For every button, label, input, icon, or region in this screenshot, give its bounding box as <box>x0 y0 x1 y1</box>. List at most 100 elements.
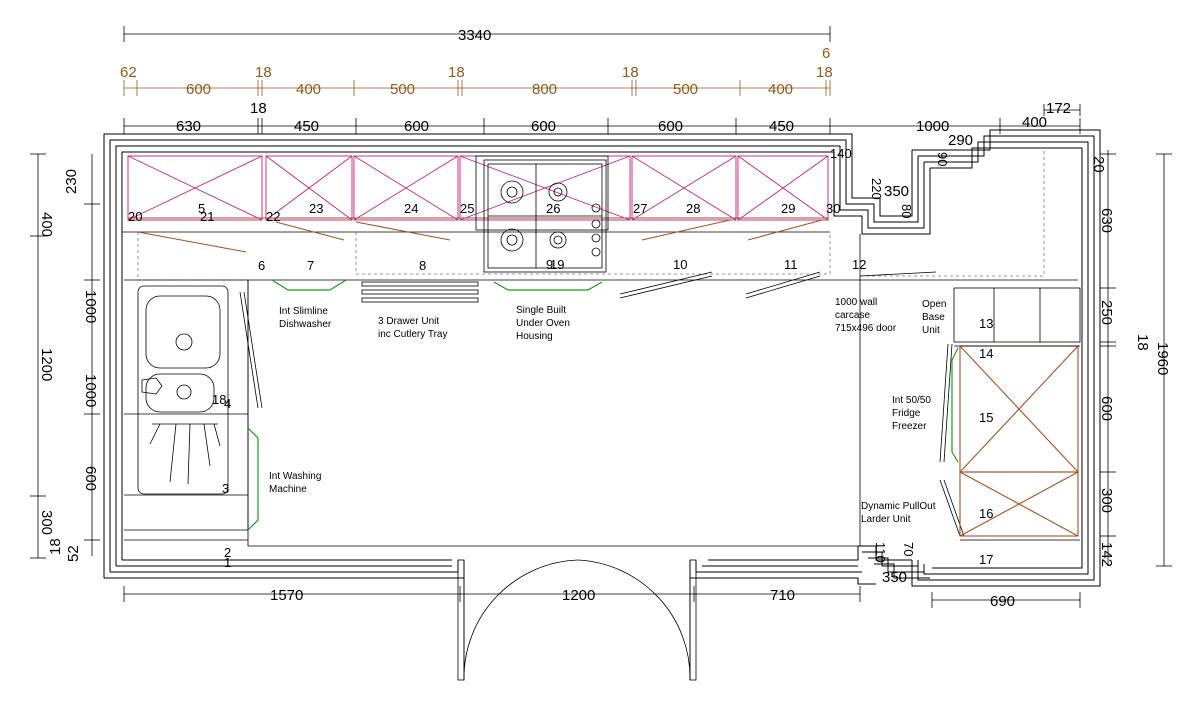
dim-row-630: 630 <box>176 118 201 135</box>
unit-13: 13 <box>979 316 993 331</box>
dim-right-400: 400 <box>1022 114 1047 131</box>
label-wall-carcase-1: 1000 wall <box>835 297 877 308</box>
label-washing-1: Int Washing <box>269 471 321 482</box>
dim-left-230: 230 <box>63 169 80 194</box>
dim-cab-18a: 18 <box>255 64 272 81</box>
dim-bottom-70: 70 <box>901 542 916 556</box>
unit-6: 6 <box>258 258 265 273</box>
dim-right-20: 20 <box>1090 156 1107 173</box>
dim-row-450a: 450 <box>294 118 319 135</box>
unit-8: 8 <box>419 258 426 273</box>
dim-right-172: 172 <box>1046 100 1071 117</box>
dim-row-600c: 600 <box>658 118 683 135</box>
unit-25: 25 <box>460 201 474 216</box>
dim-row-600b: 600 <box>531 118 556 135</box>
dim-cab-500a: 500 <box>390 81 415 98</box>
dim-left-600: 600 <box>82 466 99 491</box>
unit-15: 15 <box>979 410 993 425</box>
label-open-base-2: Base <box>922 312 945 323</box>
dim-row-450b: 450 <box>769 118 794 135</box>
dim-cab-18c: 18 <box>622 64 639 81</box>
dim-corner-80: 80 <box>899 204 914 218</box>
label-oven-2: Under Oven <box>516 318 570 329</box>
unit-21: 21 <box>200 209 214 224</box>
dim-right-630: 630 <box>1098 208 1115 233</box>
dim-left-1000b: 1000 <box>82 374 99 407</box>
unit-24: 24 <box>404 201 418 216</box>
dim-cab-18b: 18 <box>448 64 465 81</box>
label-fridge-2: Fridge <box>892 408 921 419</box>
unit-27: 27 <box>633 201 647 216</box>
label-open-base-1: Open <box>922 299 946 310</box>
dim-row-1000: 1000 <box>916 118 949 135</box>
dim-corner-140: 140 <box>830 146 852 161</box>
dim-cab-800: 800 <box>532 81 557 98</box>
unit-14: 14 <box>979 346 993 361</box>
dim-cab-400b: 400 <box>768 81 793 98</box>
dim-right-600: 600 <box>1098 396 1115 421</box>
dim-right-1960: 1960 <box>1154 342 1171 375</box>
unit-30: 30 <box>826 201 840 216</box>
dim-cab-500b: 500 <box>673 81 698 98</box>
unit-11: 11 <box>784 257 798 272</box>
unit-5: 5 <box>198 201 205 216</box>
dim-right-290: 290 <box>948 132 973 149</box>
dim-left-400: 400 <box>38 212 55 237</box>
dimension-text: 3340 6 62 600 18 400 500 18 800 18 500 4… <box>38 27 1171 610</box>
unit-23: 23 <box>309 201 323 216</box>
dim-left-1000a: 1000 <box>82 290 99 323</box>
unit-numbers: 1 2 3 4 5 6 7 8 9 10 11 12 13 14 15 16 1… <box>128 201 993 570</box>
unit-1: 1 <box>224 555 231 570</box>
dim-bottom-1570: 1570 <box>270 587 303 604</box>
label-dishwasher-2: Dishwasher <box>279 319 332 330</box>
label-drawer-1: 3 Drawer Unit <box>378 316 439 327</box>
dim-top-18: 18 <box>250 100 267 117</box>
unit-2: 2 <box>224 545 231 560</box>
dim-right-300: 300 <box>1098 488 1115 513</box>
unit-10: 10 <box>673 257 687 272</box>
label-fridge-1: Int 50/50 <box>892 395 931 406</box>
dim-right-18: 18 <box>1134 334 1151 351</box>
unit-26: 26 <box>546 201 560 216</box>
unit-18: 18 <box>212 392 226 407</box>
unit-4: 4 <box>224 396 231 411</box>
worktops <box>122 150 1078 541</box>
sink <box>137 285 229 495</box>
dim-cab-62: 62 <box>120 64 137 81</box>
dim-right-142: 142 <box>1098 542 1115 567</box>
dim-left-300: 300 <box>38 510 55 535</box>
dimension-lines <box>30 26 1172 608</box>
label-wall-carcase-2: carcase <box>835 310 870 321</box>
base-units <box>239 271 1081 681</box>
dim-cab-400a: 400 <box>296 81 321 98</box>
unit-labels: Int Slimline Dishwasher 3 Drawer Unit in… <box>269 297 946 525</box>
dim-bottom-350: 350 <box>882 569 907 586</box>
hob <box>475 155 609 273</box>
dim-cab-600: 600 <box>186 81 211 98</box>
label-larder-1: Dynamic PullOut <box>861 501 936 512</box>
unit-3: 3 <box>222 481 229 496</box>
dim-top-overall: 3340 <box>458 27 491 44</box>
dim-left-52: 52 <box>65 545 82 562</box>
unit-29: 29 <box>781 201 795 216</box>
dim-bottom-710: 710 <box>770 587 795 604</box>
dim-bottom-110: 110 <box>873 542 888 563</box>
label-drawer-2: inc Cutlery Tray <box>378 329 447 340</box>
unit-19: 19 <box>550 257 564 272</box>
dim-corner-220: 220 <box>869 178 884 200</box>
label-oven-3: Housing <box>516 331 553 342</box>
label-fridge-3: Freezer <box>892 421 927 432</box>
label-larder-2: Larder Unit <box>861 514 911 525</box>
label-washing-2: Machine <box>269 484 307 495</box>
dim-corner-90: 90 <box>935 152 950 166</box>
dim-top-small: 6 <box>822 45 830 62</box>
unit-17: 17 <box>979 552 993 567</box>
dim-bottom-1200: 1200 <box>562 587 595 604</box>
unit-7: 7 <box>307 258 314 273</box>
label-dishwasher-1: Int Slimline <box>279 306 328 317</box>
unit-12: 12 <box>852 257 866 272</box>
unit-28: 28 <box>686 201 700 216</box>
unit-9: 9 <box>546 257 553 272</box>
dim-cab-18d: 18 <box>816 64 833 81</box>
